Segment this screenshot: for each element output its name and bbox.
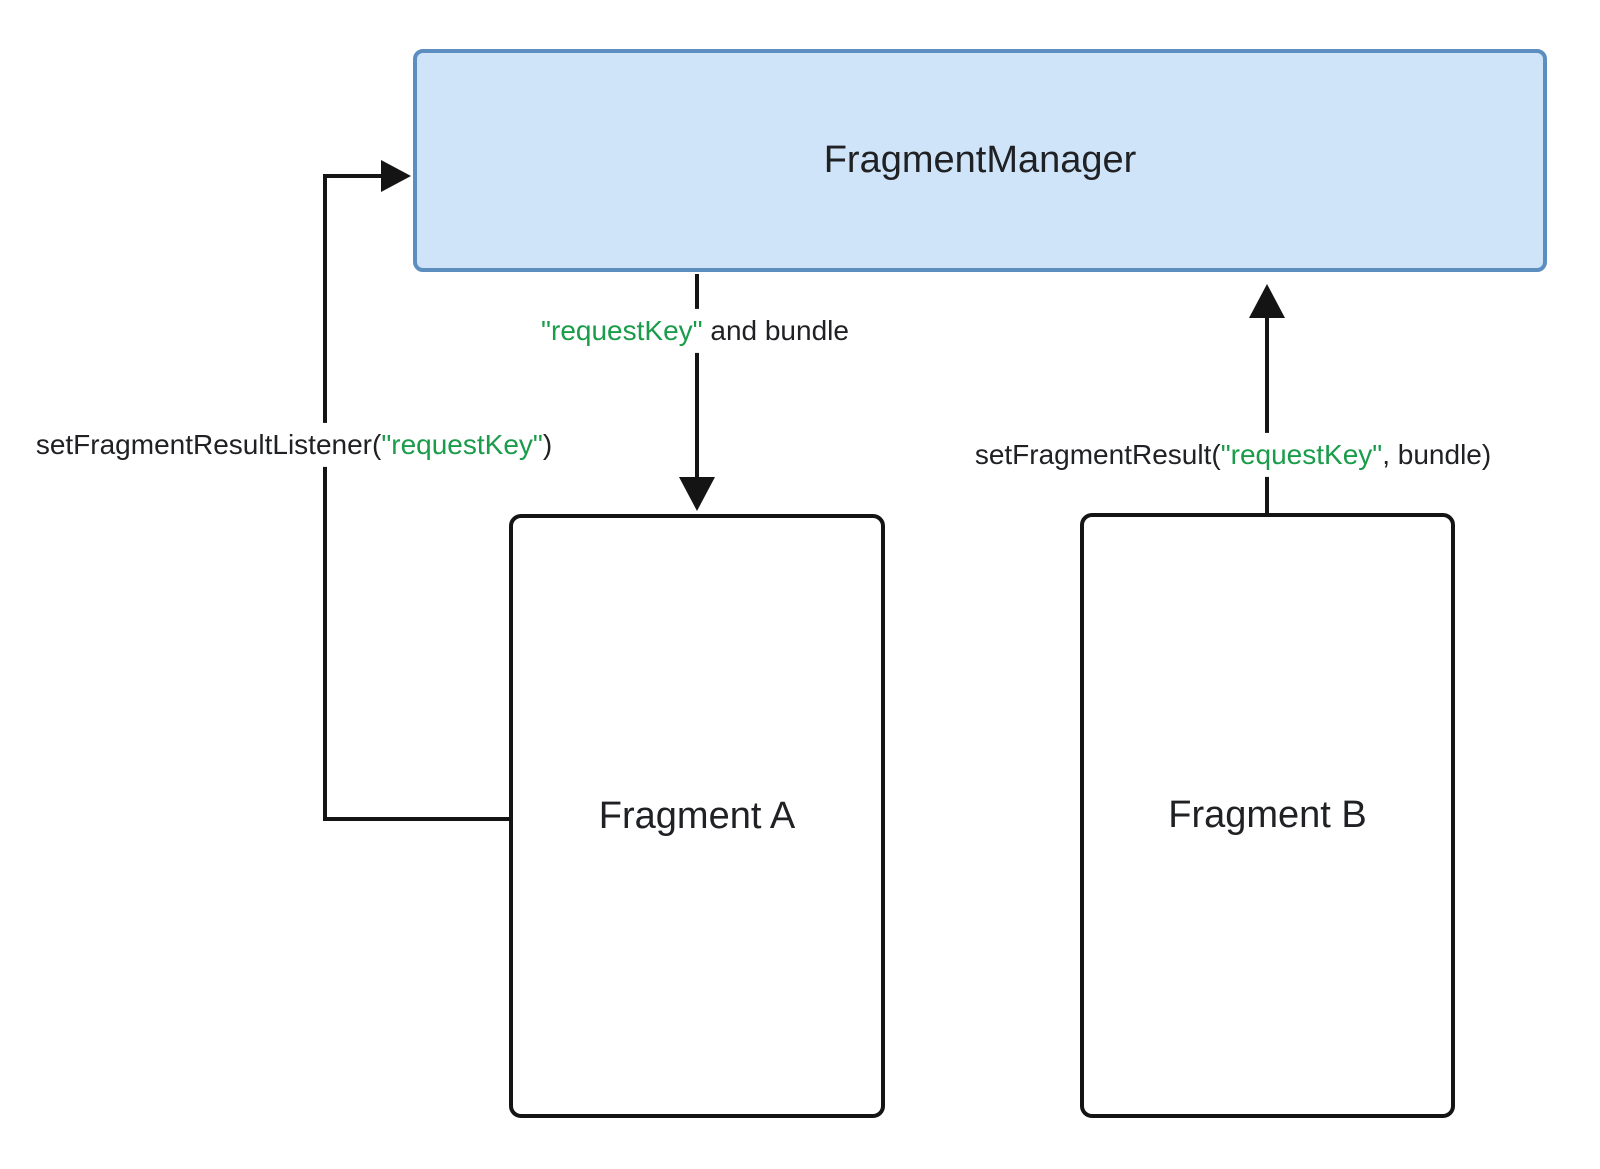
deliver-result-edge-label: "requestKey" and bundle <box>531 308 859 354</box>
request-key-literal: "requestKey" <box>541 314 703 346</box>
arrowhead-up-icon <box>1249 284 1285 318</box>
arrowhead-right-icon <box>381 160 411 192</box>
deliver-result-edge-line <box>695 274 699 479</box>
deliver-result-label-suffix: and bundle <box>702 314 849 346</box>
fragment-manager-node: FragmentManager <box>413 49 1547 272</box>
fragment-b-node: Fragment B <box>1080 513 1455 1118</box>
set-listener-edge-label: setFragmentResultListener("requestKey") <box>25 422 563 468</box>
set-result-edge-line <box>1265 316 1269 513</box>
set-listener-label-suffix: ) <box>542 428 553 460</box>
arrowhead-down-icon <box>679 477 715 511</box>
request-key-literal: "requestKey" <box>381 428 543 460</box>
fragment-a-node: Fragment A <box>509 514 885 1118</box>
set-result-label-prefix: setFragmentResult( <box>974 438 1221 470</box>
set-result-edge-label: setFragmentResult("requestKey", bundle) <box>964 432 1502 478</box>
fragment-manager-label: FragmentManager <box>823 139 1137 181</box>
listener-edge-top-line <box>323 174 383 178</box>
set-listener-label-prefix: setFragmentResultListener( <box>35 428 382 460</box>
listener-edge-bottom-line <box>323 817 509 821</box>
fragment-a-label: Fragment A <box>598 794 796 837</box>
listener-edge-vertical-line <box>323 174 327 821</box>
fragment-b-label: Fragment B <box>1168 794 1367 836</box>
set-result-label-suffix: , bundle) <box>1382 438 1492 470</box>
request-key-literal: "requestKey" <box>1220 438 1383 470</box>
